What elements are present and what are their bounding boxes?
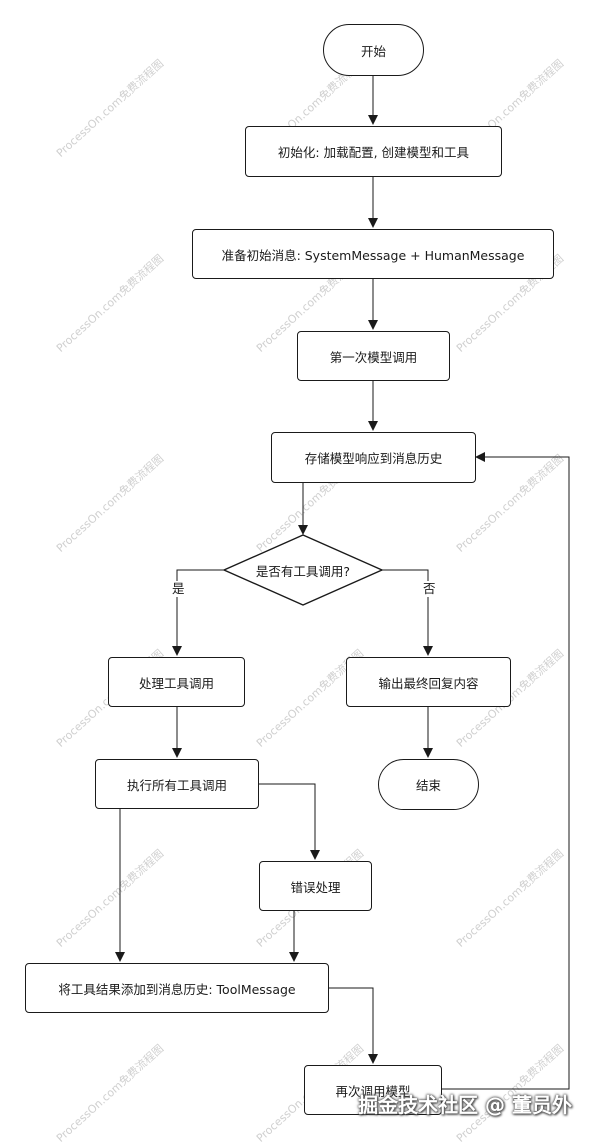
call-model-again-node: 再次调用模型 xyxy=(304,1065,442,1115)
handle-tools-node: 处理工具调用 xyxy=(108,657,245,707)
edge-append-results-call-again xyxy=(329,987,378,1064)
first-model-call-node: 第一次模型调用 xyxy=(297,331,450,381)
edge-label-no: 否 xyxy=(421,581,438,597)
error-handling-node: 错误处理 xyxy=(259,861,372,911)
end-node: 结束 xyxy=(378,759,479,810)
edge-label-yes: 是 xyxy=(170,581,187,597)
store-response-node: 存储模型响应到消息历史 xyxy=(271,432,476,483)
init-node: 初始化: 加载配置, 创建模型和工具 xyxy=(245,126,502,177)
edge-decision-handle-tools xyxy=(172,569,224,656)
decision-diamond xyxy=(222,534,384,606)
execute-tools-node: 执行所有工具调用 xyxy=(95,759,259,809)
prepare-messages-node: 准备初始消息: SystemMessage + HumanMessage xyxy=(192,229,554,279)
start-node: 开始 xyxy=(323,24,424,76)
footer-credit: 掘金技术社区 @ 董员外 xyxy=(358,1093,572,1117)
append-results-node: 将工具结果添加到消息历史: ToolMessage xyxy=(25,963,329,1013)
edge-execute-tools-error-handling xyxy=(259,783,320,860)
output-final-node: 输出最终回复内容 xyxy=(346,657,511,707)
edge-call-again-store-loop xyxy=(442,452,570,1090)
edge-decision-output-final xyxy=(382,569,433,656)
decision-label: 是否有工具调用? xyxy=(255,563,351,579)
